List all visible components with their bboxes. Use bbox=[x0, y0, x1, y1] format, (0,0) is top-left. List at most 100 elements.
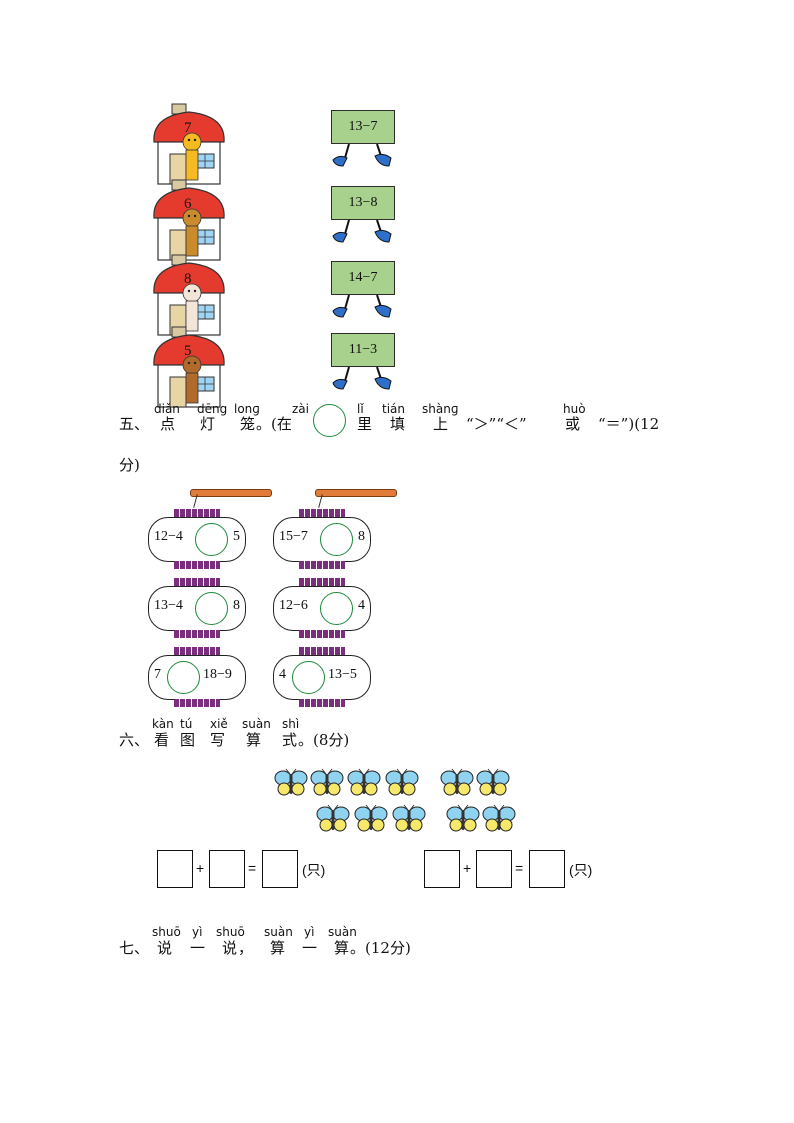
house: 7 bbox=[150, 102, 228, 188]
heading-text: 分) bbox=[119, 456, 140, 474]
pinyin: suàn bbox=[242, 717, 271, 731]
hanzi: 式 bbox=[282, 731, 298, 749]
subtraction-card: 13−7 bbox=[331, 110, 395, 144]
house-number: 8 bbox=[184, 271, 192, 287]
house: 8 bbox=[150, 253, 228, 339]
lantern-cap bbox=[299, 509, 345, 517]
answer-circle[interactable] bbox=[195, 592, 228, 625]
house-number: 5 bbox=[184, 343, 192, 359]
butterfly-icon bbox=[446, 804, 480, 838]
unit-label: (只) bbox=[302, 862, 326, 878]
hanzi: 上 bbox=[433, 415, 449, 433]
lantern-left-expression: 12−4 bbox=[154, 529, 183, 544]
answer-box[interactable] bbox=[157, 850, 193, 888]
section-number: 七、 bbox=[119, 939, 150, 957]
answer-circle[interactable] bbox=[320, 523, 353, 556]
hanzi: 一 bbox=[302, 939, 318, 957]
section-number: 六、 bbox=[119, 731, 150, 749]
lantern-bottom bbox=[299, 630, 345, 638]
butterfly-icon bbox=[316, 804, 350, 838]
heading-text: “＝”)(12 bbox=[598, 415, 660, 433]
hanzi: 笼 bbox=[240, 415, 256, 433]
heading-text: 。(在 bbox=[256, 415, 292, 433]
answer-circle[interactable] bbox=[320, 592, 353, 625]
pinyin: huò bbox=[563, 402, 586, 416]
hanzi: 点 bbox=[160, 415, 176, 433]
lantern-rod bbox=[190, 489, 272, 497]
pinyin: tú bbox=[180, 717, 193, 731]
lantern-right-expression: 5 bbox=[233, 529, 240, 544]
lantern-right-expression: 18−9 bbox=[203, 667, 232, 682]
answer-box[interactable] bbox=[424, 850, 460, 888]
pinyin: shuō bbox=[216, 925, 245, 939]
lantern-left-expression: 12−6 bbox=[279, 598, 308, 613]
hanzi: 一 bbox=[190, 939, 206, 957]
answer-box[interactable] bbox=[262, 850, 298, 888]
card-legs bbox=[331, 366, 395, 395]
butterfly-icon bbox=[354, 804, 388, 838]
butterfly-icon bbox=[440, 768, 474, 802]
answer-box[interactable] bbox=[476, 850, 512, 888]
lantern-left-expression: 4 bbox=[279, 667, 286, 682]
lantern-cap bbox=[174, 647, 220, 655]
butterfly-icon bbox=[347, 768, 381, 802]
subtraction-card: 14−7 bbox=[331, 261, 395, 295]
lantern: 12−4 5 bbox=[148, 517, 246, 562]
pinyin: kàn bbox=[152, 717, 174, 731]
butterfly-icon bbox=[476, 768, 510, 802]
section-number: 五、 bbox=[119, 415, 150, 433]
answer-box[interactable] bbox=[529, 850, 565, 888]
butterfly-icon bbox=[482, 804, 516, 838]
lantern-cap bbox=[174, 578, 220, 586]
hanzi: 说 bbox=[157, 939, 173, 957]
pinyin: lǐ bbox=[357, 402, 364, 416]
butterfly-icon bbox=[310, 768, 344, 802]
hanzi: 里 bbox=[357, 415, 373, 433]
lantern-bottom bbox=[174, 699, 220, 707]
pinyin: yì bbox=[304, 925, 315, 939]
hanzi: 写 bbox=[210, 731, 226, 749]
hanzi: 算 bbox=[246, 731, 262, 749]
answer-circle[interactable] bbox=[167, 661, 200, 694]
answer-box[interactable] bbox=[209, 850, 245, 888]
lantern-left-expression: 15−7 bbox=[279, 529, 308, 544]
lantern-left-expression: 13−4 bbox=[154, 598, 183, 613]
equals-sign: = bbox=[248, 860, 257, 876]
pinyin: xiě bbox=[210, 717, 228, 731]
answer-circle[interactable] bbox=[195, 523, 228, 556]
hanzi: 看 bbox=[154, 731, 170, 749]
pinyin: lonɡ bbox=[234, 402, 260, 416]
plus-sign: + bbox=[196, 860, 205, 876]
butterfly-icon bbox=[274, 768, 308, 802]
card-legs bbox=[331, 219, 395, 248]
house-number: 7 bbox=[184, 120, 192, 136]
hanzi: 灯 bbox=[200, 415, 216, 433]
pinyin: dēng bbox=[197, 402, 228, 416]
plus-sign: + bbox=[463, 860, 472, 876]
butterfly-icon bbox=[392, 804, 426, 838]
house: 5 bbox=[150, 325, 228, 411]
lantern-cap bbox=[299, 647, 345, 655]
lantern-cap bbox=[299, 578, 345, 586]
lantern-bottom bbox=[174, 561, 220, 569]
lantern-right-expression: 8 bbox=[358, 529, 365, 544]
unit-label: (只) bbox=[569, 862, 593, 878]
pinyin: suàn bbox=[328, 925, 357, 939]
house-number: 6 bbox=[184, 196, 192, 212]
lantern-bottom bbox=[299, 699, 345, 707]
lantern: 15−7 8 bbox=[273, 517, 371, 562]
answer-circle[interactable] bbox=[292, 661, 325, 694]
pinyin: shuō bbox=[152, 925, 181, 939]
lantern: 7 18−9 bbox=[148, 655, 246, 700]
hanzi: 算 bbox=[270, 939, 286, 957]
pinyin: diǎn bbox=[154, 402, 180, 416]
equals-sign: = bbox=[515, 860, 524, 876]
subtraction-card: 13−8 bbox=[331, 186, 395, 220]
lantern-bottom bbox=[299, 561, 345, 569]
lantern-rod bbox=[315, 489, 397, 497]
butterfly-icon bbox=[385, 768, 419, 802]
lantern-left-expression: 7 bbox=[154, 667, 161, 682]
hanzi: 算 bbox=[334, 939, 350, 957]
